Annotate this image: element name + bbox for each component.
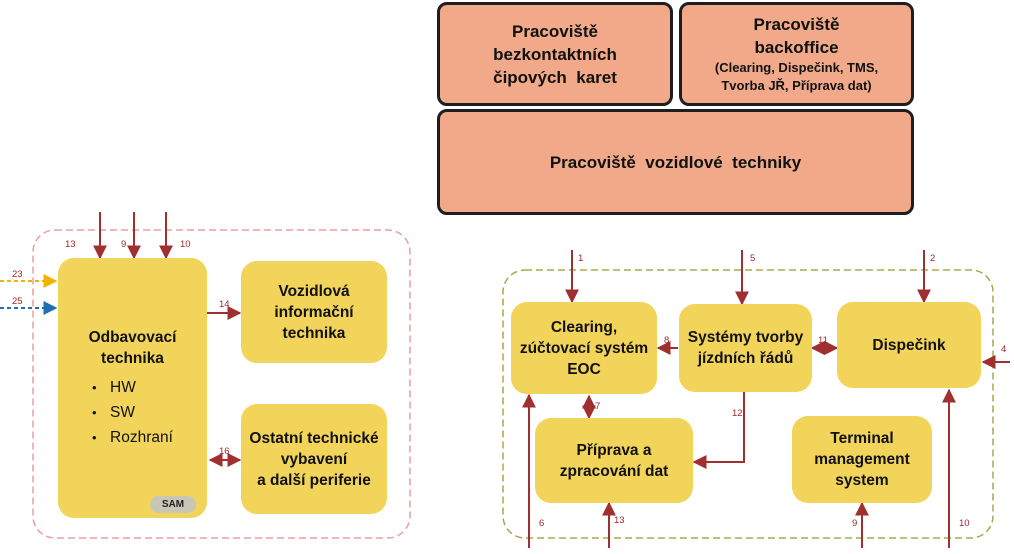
label-13-left: 13 xyxy=(65,239,76,250)
tms-line3: system xyxy=(835,472,889,489)
validator-title-1: Odbavovací xyxy=(88,328,177,346)
label-6: 6 xyxy=(539,518,545,529)
card-workplace-line1: Pracoviště xyxy=(512,21,598,41)
info-tech-line2: informační xyxy=(274,303,354,321)
tms-box: Terminal management system xyxy=(792,416,932,503)
label-25: 25 xyxy=(12,296,23,307)
label-10-left: 10 xyxy=(180,239,191,250)
other-tech-box: Ostatní technické vybavení a další perif… xyxy=(241,404,387,514)
data-prep-box: Příprava a zpracování dat xyxy=(535,418,693,503)
dispatch-label: Dispečink xyxy=(872,336,946,354)
label-16: 16 xyxy=(219,446,230,457)
label-1: 1 xyxy=(578,253,584,264)
label-7: 7 xyxy=(595,401,601,412)
info-tech-line3: technika xyxy=(282,324,346,342)
label-12: 12 xyxy=(732,408,743,419)
label-13-right: 13 xyxy=(614,515,625,526)
card-workplace-box: Pracoviště bezkontaktních čipových karet xyxy=(437,2,673,106)
label-14: 14 xyxy=(219,299,230,310)
info-tech-box: Vozidlová informační technika xyxy=(241,261,387,363)
timetable-box: Systémy tvorby jízdních řádů xyxy=(679,304,812,392)
card-workplace-line2: bezkontaktních xyxy=(493,44,617,64)
clearing-line1: Clearing, xyxy=(550,318,618,336)
other-tech-line3: a další periferie xyxy=(257,471,371,489)
timetable-line1: Systémy tvorby xyxy=(687,329,804,346)
data-prep-line2: zpracování dat xyxy=(559,462,669,480)
other-tech-line1: Ostatní technické xyxy=(249,429,379,447)
backoffice-workplace-box: Pracoviště backoffice (Clearing, Dispeči… xyxy=(679,2,914,106)
validator-item-sw: SW xyxy=(92,400,173,425)
other-tech-line2: vybavení xyxy=(280,450,348,468)
label-9-left: 9 xyxy=(121,239,127,250)
dispatch-box: Dispečink xyxy=(837,302,981,388)
label-23: 23 xyxy=(12,269,23,280)
backoffice-group-frame xyxy=(502,269,994,539)
info-tech-line1: Vozidlová xyxy=(278,282,350,300)
vehicle-workplace-box: Pracoviště vozidlové techniky xyxy=(437,109,914,215)
label-11: 11 xyxy=(818,335,828,346)
label-10-right: 10 xyxy=(959,518,970,529)
label-2: 2 xyxy=(930,253,936,264)
label-4: 4 xyxy=(1001,344,1007,355)
label-8: 8 xyxy=(664,335,670,346)
backoffice-line1: Pracoviště xyxy=(753,15,840,34)
tms-line2: management xyxy=(814,451,910,468)
label-9-right: 9 xyxy=(852,518,858,529)
validator-item-interface: Rozhraní xyxy=(92,425,173,450)
sam-badge: SAM xyxy=(150,496,196,513)
card-workplace-line3: čipových karet xyxy=(493,67,617,87)
backoffice-line2: backoffice xyxy=(754,38,839,57)
validator-item-hw: HW xyxy=(92,375,173,400)
vehicle-group-frame xyxy=(32,229,411,539)
clearing-line3: EOC xyxy=(567,360,601,378)
timetable-line2: jízdních řádů xyxy=(697,350,794,367)
arrow-12 xyxy=(692,392,745,469)
validator-title-2: technika xyxy=(101,349,164,367)
clearing-box: Clearing, zúčtovací systém EOC xyxy=(511,302,657,394)
validator-box: Odbavovací technika HW SW Rozhraní xyxy=(58,258,207,518)
backoffice-sub2: Tvorba JŘ, Příprava dat) xyxy=(721,78,872,93)
backoffice-sub1: (Clearing, Dispečink, TMS, xyxy=(714,60,879,75)
data-prep-line1: Příprava a xyxy=(576,441,652,459)
label-5: 5 xyxy=(750,253,756,264)
validator-list: HW SW Rozhraní xyxy=(92,375,173,450)
tms-line1: Terminal xyxy=(830,430,894,447)
vehicle-workplace-label: Pracoviště vozidlové techniky xyxy=(549,152,802,172)
clearing-line2: zúčtovací systém xyxy=(519,339,649,357)
